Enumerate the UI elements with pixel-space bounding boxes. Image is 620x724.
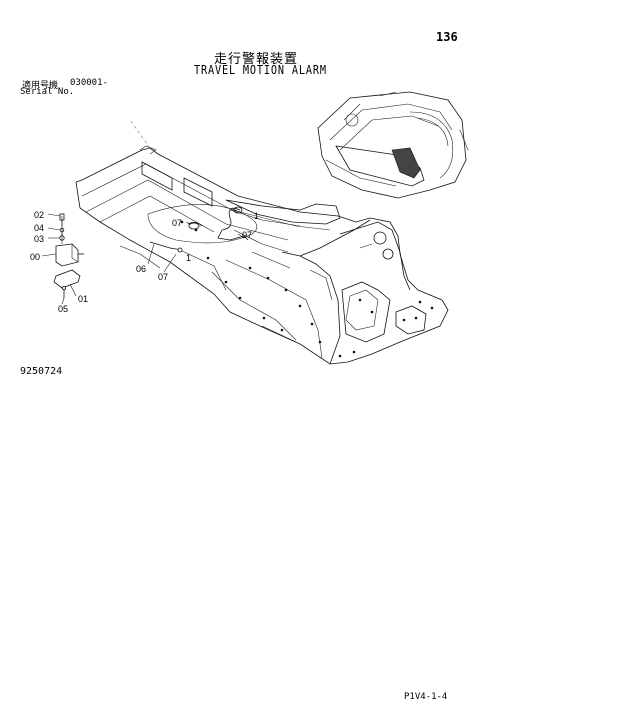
page-number: 136 [436, 30, 458, 44]
callout-labels: 02 04 03 00 01 05 06 07 07 07 1 1 [30, 210, 259, 314]
alarm-assembly [53, 213, 84, 298]
callout-1-upper: 1 [254, 211, 259, 221]
callout-06: 06 [136, 264, 146, 274]
title-english: TRAVEL MOTION ALARM [194, 63, 327, 77]
callout-00: 00 [30, 252, 40, 262]
serial-label-english: Serial No. [20, 87, 75, 97]
callout-04: 04 [34, 223, 44, 233]
callout-07-right: 07 [242, 230, 252, 240]
callout-07-lower: 07 [158, 272, 168, 282]
callout-01: 01 [78, 294, 88, 304]
alarm-harness [149, 206, 249, 253]
leader-lines [41, 213, 245, 305]
callout-1-lower: 1 [186, 253, 191, 263]
serial-range: 030001- [70, 78, 108, 88]
footer-code: P1V4-1-4 [404, 692, 448, 702]
callout-07-left: 07 [172, 218, 182, 228]
machine-inset [317, 91, 469, 199]
callout-05: 05 [58, 304, 68, 314]
callout-02: 02 [34, 210, 44, 220]
swing-frame [75, 119, 449, 365]
callout-03: 03 [34, 234, 44, 244]
serial-label-japanese: 適用号機 [22, 81, 59, 91]
title-japanese: 走行警報装置 [214, 52, 299, 67]
figure-number: 9250724 [20, 366, 63, 377]
